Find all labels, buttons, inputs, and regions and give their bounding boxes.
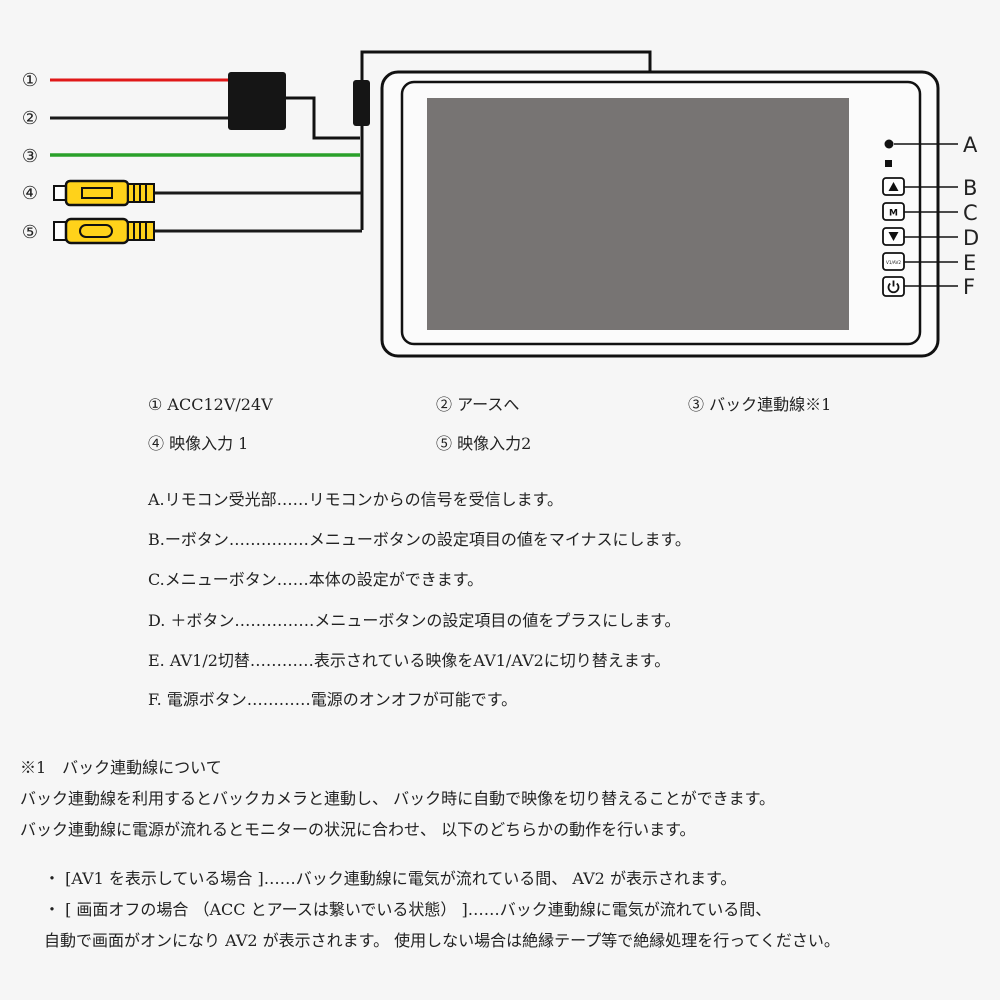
v1v2-icon: V1/AV2	[886, 260, 901, 265]
callout-b: B	[963, 176, 977, 200]
wiring-diagram: ① ② ③ ④ ⑤	[22, 50, 979, 358]
legend-acc: ① ACC12V/24V	[148, 395, 273, 414]
av-switch-button[interactable]: V1/AV2	[882, 252, 905, 271]
legend-video1: ④ 映像入力 1	[148, 434, 249, 453]
callout-c: C	[963, 201, 978, 225]
callout-a: A	[963, 133, 978, 157]
callout-e: E	[963, 251, 976, 275]
description-e: E. AV1/2切替…………表示されている映像をAV1/AV2に切り替えます。	[148, 651, 671, 670]
indicator-square-icon	[885, 160, 892, 167]
m-icon: M	[889, 209, 898, 219]
note-heading: ※1 バック連動線について	[20, 758, 222, 777]
triangle-up-icon	[888, 182, 899, 191]
callout-d: D	[963, 226, 979, 250]
legend-video2: ⑤ 映像入力2	[436, 434, 532, 453]
wire-label-5: ⑤	[22, 222, 38, 243]
fuse-box	[228, 72, 286, 130]
power-button[interactable]	[882, 276, 905, 297]
note-bullet-2: ・ [ 画面オフの場合 （ACC とアースは繋いでいる状態） ]……バック連動線…	[44, 900, 772, 919]
menu-button[interactable]: M	[882, 202, 905, 221]
wire-label-4: ④	[22, 183, 38, 204]
description-b: B.ーボタン……………メニューボタンの設定項目の値をマイナスにします。	[148, 530, 691, 549]
rca-connector-2	[53, 217, 155, 245]
main-cable	[360, 50, 652, 85]
legend-ground: ② アースへ	[436, 395, 520, 414]
callout-f: F	[963, 275, 975, 299]
legend-reverse: ③ バック連動線※1	[688, 395, 832, 414]
description-c: C.メニューボタン……本体の設定ができます。	[148, 570, 484, 589]
note-line-1: バック連動線を利用するとバックカメラと連動し、 バック時に自動で映像を切り替える…	[20, 789, 776, 808]
note-bullet-1: ・ [AV1 を表示している場合 ]……バック連動線に電気が流れている間、 AV…	[44, 869, 737, 888]
fuse-cable	[286, 96, 360, 140]
rca-connector-1	[53, 179, 155, 207]
sensor-dot-icon	[884, 139, 894, 149]
callout-lines	[894, 143, 958, 287]
wire-label-2: ②	[22, 108, 38, 129]
minus-button[interactable]	[882, 177, 905, 196]
description-a: A.リモコン受光部……リモコンからの信号を受信します。	[148, 490, 564, 509]
wire-label-3: ③	[22, 146, 38, 167]
monitor-screen	[427, 98, 849, 330]
power-icon	[887, 280, 900, 294]
monitor	[380, 70, 940, 358]
note-line-2: バック連動線に電源が流れるとモニターの状況に合わせ、 以下のどちらかの動作を行い…	[20, 820, 696, 839]
triangle-down-icon	[888, 232, 899, 241]
cable-connector	[353, 80, 370, 126]
plus-button[interactable]	[882, 227, 905, 246]
wire-label-1: ①	[22, 70, 38, 91]
note-bullet-2-cont: 自動で画面がオンになり AV2 が表示されます。 使用しない場合は絶縁テープ等で…	[44, 931, 840, 950]
description-f: F. 電源ボタン…………電源のオンオフが可能です。	[148, 690, 518, 709]
description-d: D. ＋ボタン……………メニューボタンの設定項目の値をプラスにします。	[148, 611, 681, 630]
